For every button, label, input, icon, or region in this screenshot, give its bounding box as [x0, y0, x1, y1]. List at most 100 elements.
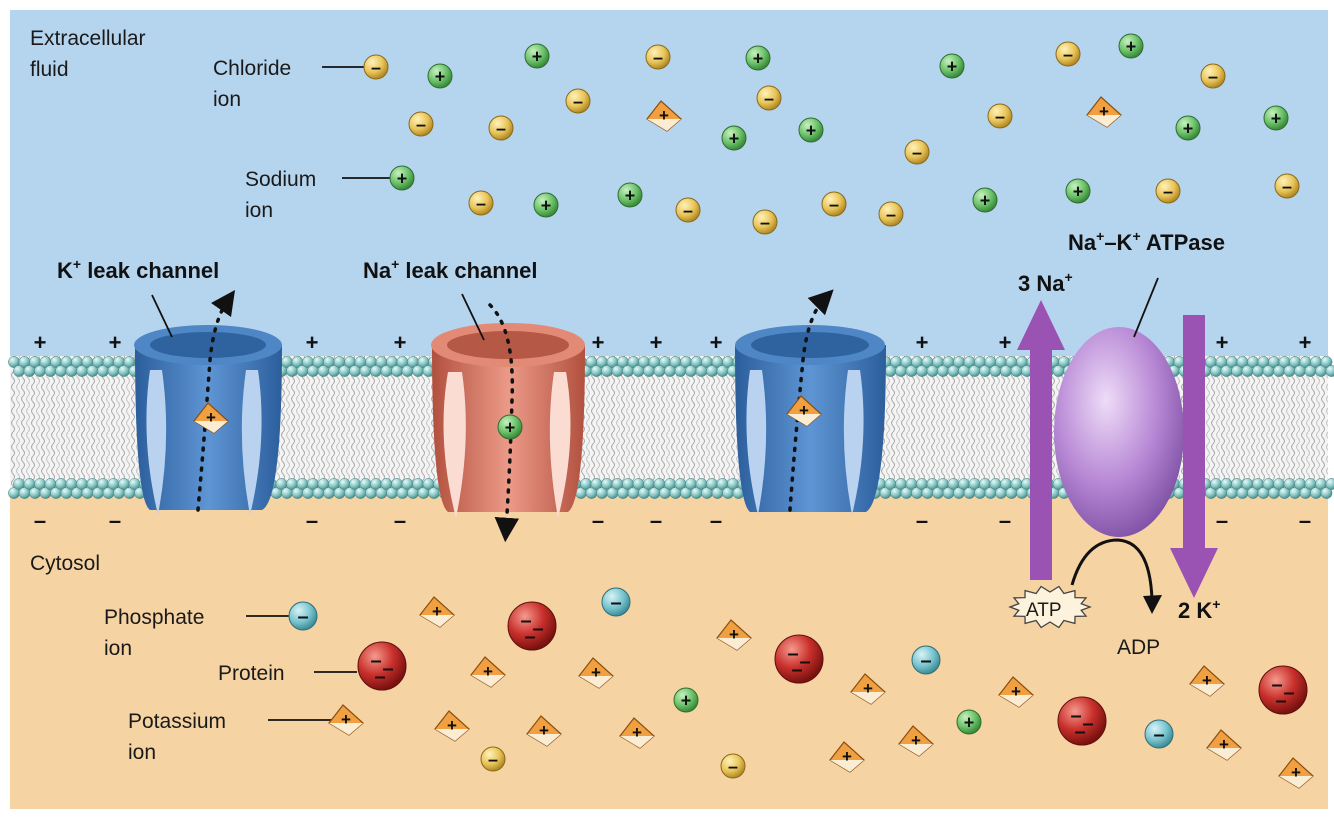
svg-text:+: +: [863, 679, 873, 698]
svg-text:+: +: [541, 195, 552, 215]
extracellular-region: [10, 10, 1328, 382]
svg-text:–: –: [886, 204, 896, 224]
protein-label: Protein: [218, 662, 285, 685]
membrane-negative-charge: –: [916, 508, 928, 533]
svg-text:–: –: [1282, 176, 1292, 196]
potassium-ion: +: [1189, 665, 1225, 697]
svg-text:–: –: [370, 650, 381, 672]
svg-text:+: +: [681, 690, 692, 710]
svg-text:+: +: [1011, 682, 1021, 701]
chloride-ion: –: [488, 115, 514, 141]
chloride-ion: –: [878, 201, 904, 227]
potassium-ion: +: [1086, 96, 1122, 128]
svg-text:–: –: [371, 57, 381, 77]
chloride-ion: –: [1055, 41, 1081, 67]
potassium-ion: +: [850, 673, 886, 705]
sodium-ion: +: [1118, 33, 1144, 59]
potassium-ion: +: [646, 100, 682, 132]
membrane-negative-charge: –: [650, 508, 662, 533]
chloride-ion: –: [821, 191, 847, 217]
sodium-label-line1: Sodium: [245, 168, 316, 191]
chloride-ion: –: [565, 88, 591, 114]
sodium-ion: +: [956, 709, 982, 735]
membrane-charges: +++++++++++–––––––––––: [34, 330, 1312, 533]
chloride-ion: –: [675, 197, 701, 223]
svg-text:+: +: [632, 723, 642, 742]
svg-text:–: –: [1208, 66, 1218, 86]
svg-text:+: +: [532, 46, 543, 66]
sodium-ion: +: [533, 192, 559, 218]
potassium-ion: +: [434, 710, 470, 742]
ion-layer: –––––––––––––––––+++++++++++++++++++––––…: [193, 33, 1314, 789]
phosphate-ion: –: [601, 587, 631, 617]
membrane-positive-charge: +: [999, 330, 1012, 355]
chloride-ion: –: [468, 190, 494, 216]
phosphate-ion: –: [288, 601, 318, 631]
svg-text:–: –: [829, 194, 839, 214]
membrane-positive-charge: +: [34, 330, 47, 355]
membrane-positive-charge: +: [710, 330, 723, 355]
atp-label: ATP: [1026, 600, 1062, 621]
k-leak-channel-label: K+ leak channel: [57, 256, 219, 283]
potassium-label-line1: Potassium: [128, 710, 226, 733]
protein-ion: –––: [1258, 665, 1308, 715]
svg-text:+: +: [964, 712, 975, 732]
svg-text:+: +: [435, 66, 446, 86]
svg-text:–: –: [1063, 44, 1073, 64]
svg-text:–: –: [1074, 721, 1085, 743]
three-na-label: 3 Na+: [1018, 269, 1073, 296]
membrane-positive-charge: +: [592, 330, 605, 355]
potassium-ion: +: [786, 395, 822, 427]
sodium-ion: +: [798, 117, 824, 143]
potassium-ion: +: [619, 717, 655, 749]
svg-text:–: –: [912, 142, 922, 162]
svg-text:–: –: [1070, 705, 1081, 727]
svg-text:+: +: [659, 106, 669, 125]
sodium-ion: +: [673, 687, 699, 713]
svg-text:–: –: [1275, 690, 1286, 712]
chloride-ion: –: [1155, 178, 1181, 204]
potassium-ion: +: [470, 656, 506, 688]
sodium-ion: +: [524, 43, 550, 69]
membrane-positive-charge: +: [916, 330, 929, 355]
potassium-ion: +: [716, 619, 752, 651]
sodium-ion: +: [939, 53, 965, 79]
svg-text:–: –: [791, 659, 802, 681]
k-leak-channel-2: [735, 325, 886, 515]
chloride-ion: –: [904, 139, 930, 165]
chloride-label-line2: ion: [213, 88, 241, 111]
chloride-ion: –: [1274, 173, 1300, 199]
svg-text:+: +: [806, 120, 817, 140]
svg-text:+: +: [397, 168, 408, 188]
chloride-ion: –: [987, 103, 1013, 129]
potassium-ion: +: [998, 676, 1034, 708]
svg-text:+: +: [1271, 108, 1282, 128]
svg-text:–: –: [787, 643, 798, 665]
svg-text:–: –: [683, 200, 693, 220]
membrane-negative-charge: –: [592, 508, 604, 533]
protein-ion: –––: [1057, 696, 1107, 746]
membrane-positive-charge: +: [109, 330, 122, 355]
svg-text:–: –: [524, 626, 535, 648]
membrane-positive-charge: +: [1216, 330, 1229, 355]
membrane-negative-charge: –: [1299, 508, 1311, 533]
svg-text:+: +: [842, 747, 852, 766]
potassium-ion: +: [578, 657, 614, 689]
svg-text:–: –: [1163, 181, 1173, 201]
svg-text:+: +: [505, 417, 516, 437]
svg-text:+: +: [1291, 763, 1301, 782]
phosphate-label-line1: Phosphate: [104, 606, 204, 629]
membrane-negative-charge: –: [394, 508, 406, 533]
svg-text:–: –: [416, 114, 426, 134]
svg-text:–: –: [799, 651, 810, 673]
potassium-label-line2: ion: [128, 741, 156, 764]
sodium-ion: +: [389, 165, 415, 191]
sodium-ion: +: [972, 187, 998, 213]
svg-text:+: +: [1202, 671, 1212, 690]
potassium-ion: +: [328, 704, 364, 736]
chloride-ion: –: [645, 44, 671, 70]
chloride-ion: –: [720, 753, 746, 779]
svg-text:–: –: [728, 756, 738, 776]
membrane-negative-charge: –: [34, 508, 46, 533]
extracellular-label-line2: fluid: [30, 58, 69, 81]
